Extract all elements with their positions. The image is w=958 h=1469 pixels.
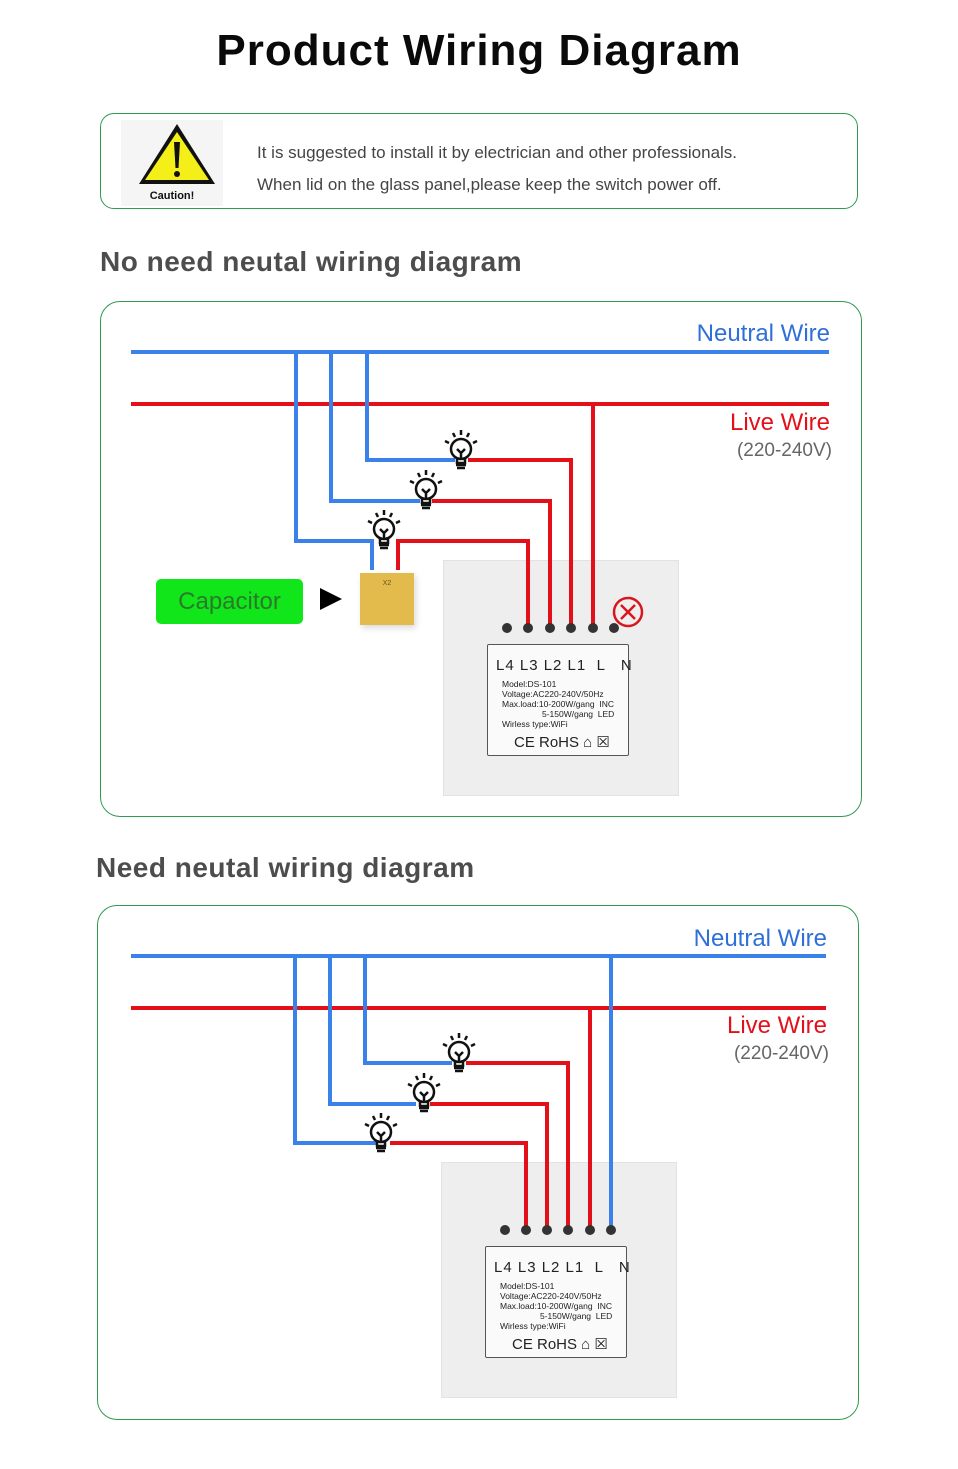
terminal-screw [521,1225,531,1235]
caution-box: Caution! It is suggested to install it b… [100,113,858,209]
spec-voltage: Voltage:AC220-240V/50Hz [500,1291,602,1301]
spec-load-inc: Max.load:10-200W/gang INC [502,699,614,709]
switch-module: L4 L3 L2 L1 L N Model:DS-101 Voltage:AC2… [487,644,632,756]
terminal-labels: L4 L3 L2 L1 L N [496,657,633,674]
section-heading-need-neutral: Need neutal wiring diagram [96,852,475,883]
spec-model: Model:DS-101 [500,1281,555,1291]
switch-back-panel: L4 L3 L2 L1 L N Model:DS-101 Voltage:AC2… [443,560,679,796]
warning-triangle-icon: Caution! [121,120,223,206]
terminal-screw [523,623,533,633]
terminal-screws [500,623,619,1235]
bulb-icon [442,1033,476,1073]
switch-back-panel: L4 L3 L2 L1 L N Model:DS-101 Voltage:AC2… [441,1162,677,1398]
neutral-wire-label: Neutral Wire [693,925,827,952]
diagram-no-neutral [100,301,862,817]
spec-wireless: Wirless type:WiFi [502,719,568,729]
not-connected-x-icon [612,596,644,628]
spec-load-led: 5-150W/gang LED [540,1311,613,1321]
capacitor-marking: X2 [382,580,392,587]
spec-wireless: Wirless type:WiFi [500,1321,566,1331]
voltage-label: (220-240V) [736,440,832,461]
neutral-wire-label: Neutral Wire [696,320,830,347]
spec-model: Model:DS-101 [502,679,557,689]
terminal-screw [585,1225,595,1235]
neutral-branch-l1 [365,352,455,462]
terminal-labels: L4 L3 L2 L1 L N [494,1259,631,1276]
caution-line-2: When lid on the glass panel,please keep … [257,175,722,194]
neutral-branch-l2 [328,956,416,1106]
section-heading-no-neutral: No need neutal wiring diagram [100,246,523,277]
terminal-screw [563,1225,573,1235]
live-wire-label: Live Wire [726,1012,827,1039]
live-switched-l1 [466,1061,570,1230]
terminal-screw [500,1225,510,1235]
page-title: Product Wiring Diagram [216,26,742,75]
caution-line-1: It is suggested to install it by electri… [257,143,738,162]
voltage-label: (220-240V) [733,1043,829,1064]
neutral-branch-l3 [294,352,374,570]
spec-voltage: Voltage:AC220-240V/50Hz [502,689,604,699]
live-switched-l3 [390,1141,528,1230]
capacitor-component: X2 [360,573,414,625]
neutral-branch-l3 [293,956,376,1145]
terminal-screw [588,623,598,633]
capacitor-label: Capacitor [156,579,303,624]
arrow-right-icon [320,588,342,610]
live-switched-l2 [432,499,552,628]
switch-module: L4 L3 L2 L1 L N Model:DS-101 Voltage:AC2… [485,1246,630,1358]
terminal-screw [566,623,576,633]
neutral-branch-l2 [329,352,420,503]
spec-load-inc: Max.load:10-200W/gang INC [500,1301,612,1311]
diagram-need-neutral [97,905,859,1420]
live-wire-label: Live Wire [729,409,830,436]
bulbs [364,430,478,1153]
terminal-screw [542,1225,552,1235]
certification-marks: CE RoHS ⌂ ☒ [514,734,610,751]
live-switched-l2 [430,1102,549,1230]
bulb-icon [444,430,478,470]
terminal-screw [609,623,619,633]
bulb-icon [407,1073,441,1113]
spec-load-led: 5-150W/gang LED [542,709,615,719]
bulb-icon [364,1113,398,1153]
terminal-screw [545,623,555,633]
live-switched-l3 [396,539,530,628]
neutral-branch-l1 [363,956,452,1065]
certification-marks: CE RoHS ⌂ ☒ [512,1336,608,1353]
bulb-icon [409,470,443,510]
terminal-screw [606,1225,616,1235]
live-switched-l1 [468,458,573,628]
bulb-icon [367,510,401,550]
caution-label: Caution! [149,190,195,202]
terminal-screw [502,623,512,633]
